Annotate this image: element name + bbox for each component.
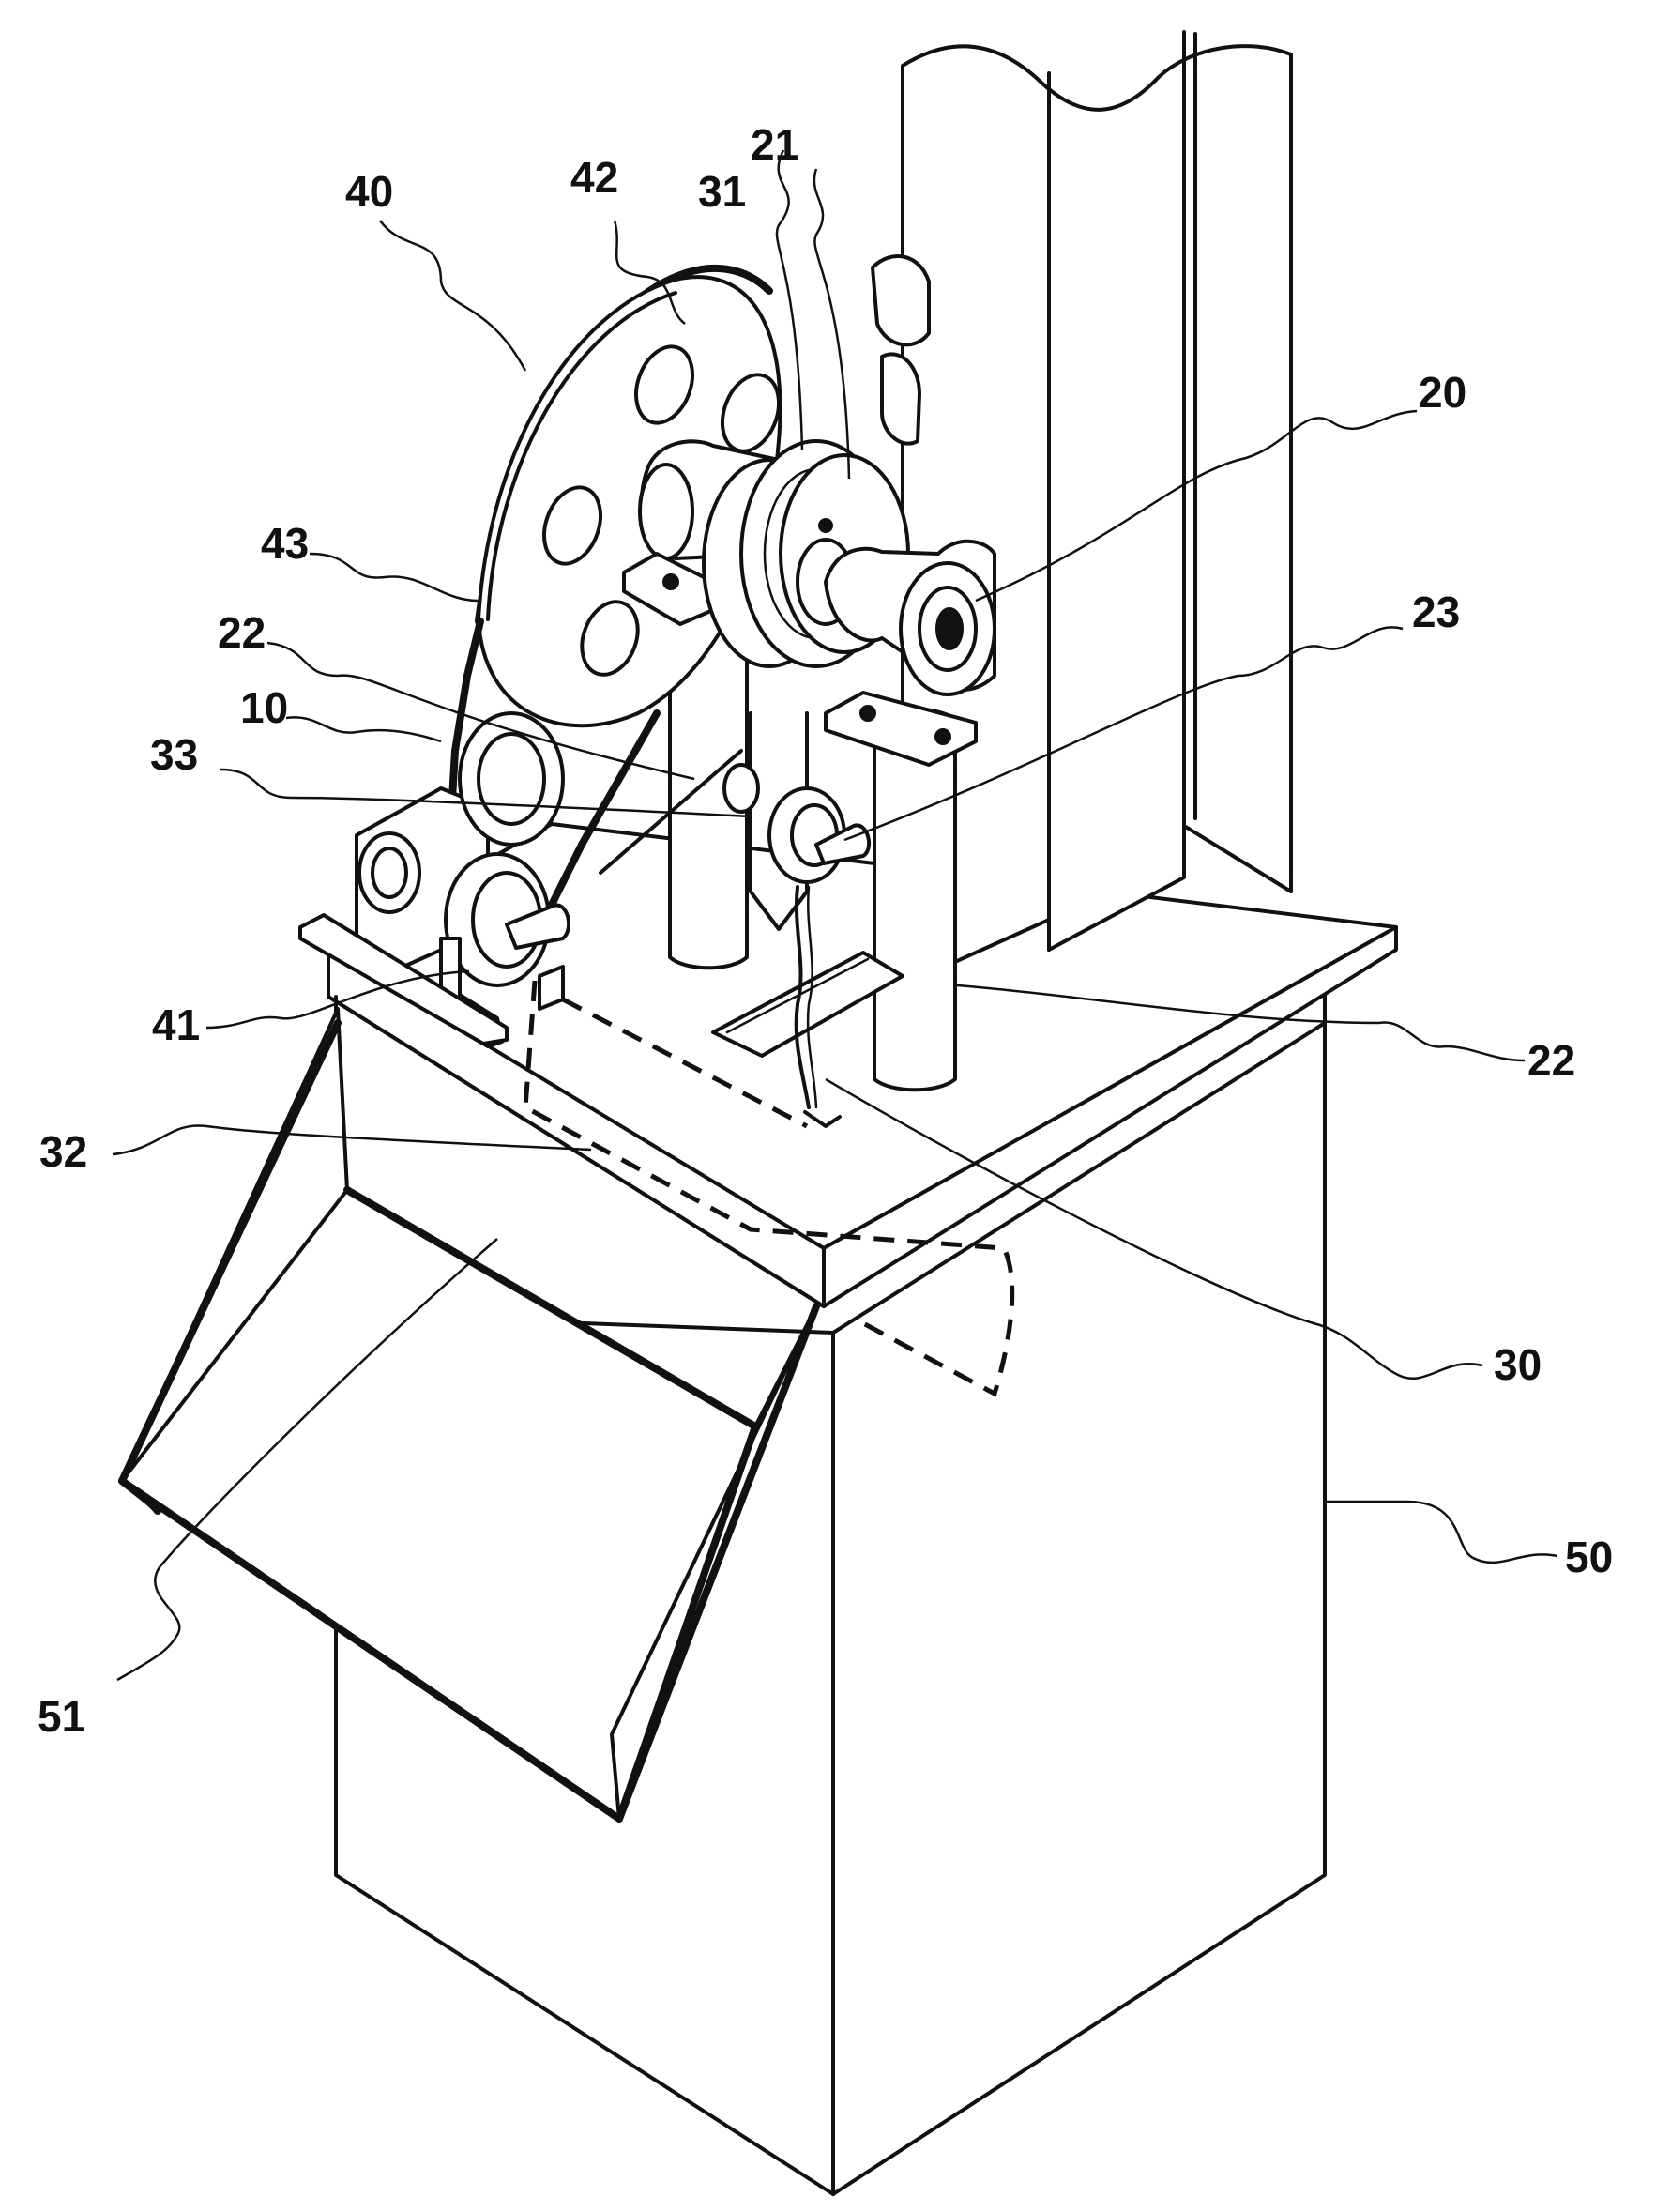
label-33: 33 bbox=[150, 730, 198, 779]
label-40: 40 bbox=[345, 167, 393, 216]
lower-pulleys bbox=[298, 711, 571, 1048]
label-20: 20 bbox=[1419, 368, 1466, 417]
label-22b: 22 bbox=[1527, 1036, 1575, 1085]
drive-pulley-assembly bbox=[702, 439, 996, 767]
label-42: 42 bbox=[570, 153, 618, 202]
label-51: 51 bbox=[38, 1692, 85, 1741]
label-30: 30 bbox=[1494, 1340, 1542, 1389]
main-pulley bbox=[475, 264, 782, 728]
vertical-column bbox=[871, 30, 1293, 987]
chute-51 bbox=[118, 1007, 820, 1823]
dashed-outline-32 bbox=[523, 980, 1015, 1397]
small-pulley-23 bbox=[722, 711, 872, 1128]
leader-lines bbox=[112, 149, 1558, 1682]
label-21: 21 bbox=[751, 120, 798, 169]
label-41: 41 bbox=[152, 1000, 200, 1049]
label-43: 43 bbox=[261, 519, 309, 568]
label-50: 50 bbox=[1565, 1533, 1613, 1581]
label-31: 31 bbox=[698, 167, 746, 216]
label-32: 32 bbox=[39, 1127, 87, 1176]
label-23: 23 bbox=[1412, 587, 1460, 636]
label-10: 10 bbox=[240, 683, 288, 732]
reference-labels: 40 42 21 31 20 43 23 22 10 33 41 22 32 3… bbox=[38, 120, 1613, 1741]
label-22a: 22 bbox=[218, 608, 266, 657]
